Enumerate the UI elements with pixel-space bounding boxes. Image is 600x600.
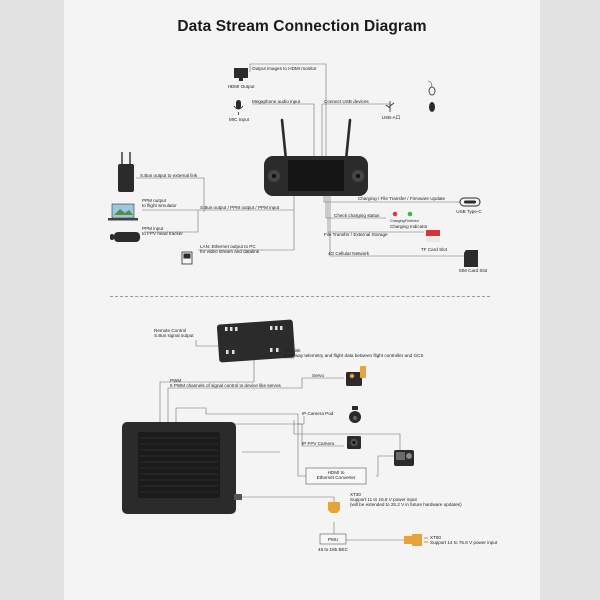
usbc-caption: USB Type-C — [456, 209, 482, 214]
remote-controller-icon — [264, 118, 368, 196]
hdmi-converter-box — [305, 467, 367, 485]
remote-control-label: Remote Control S.Bus signal output — [154, 328, 194, 339]
servo-label: Servo — [312, 373, 325, 378]
cellular-label: 4G Cellular Network — [328, 251, 370, 256]
hdmi-monitor-icon — [234, 68, 248, 81]
diagram-panel: Data Stream Connection Diagram — [64, 0, 540, 600]
camera-pod-icon — [349, 406, 361, 423]
xt60-desc: Support 14 to 75.6 V power input — [430, 540, 498, 545]
microphone-icon — [233, 100, 244, 115]
pmu-box — [319, 533, 347, 545]
top-connector-lines — [136, 63, 474, 257]
pmu-label: PMU — [327, 537, 339, 542]
pwm-title: PWM — [170, 378, 182, 383]
charging-led-red — [392, 211, 398, 217]
tf-card-icon — [426, 230, 440, 242]
air-unit-box-icon — [122, 422, 242, 514]
charging-indicator-label: Charging Indicator — [390, 224, 428, 229]
xt30-title: XT30 — [350, 492, 361, 497]
datalink-title: Datalink — [284, 348, 301, 353]
ip-camera-pod-label: IP Camera Pod — [302, 411, 334, 416]
hdmi-caption: HDMI Output — [227, 84, 255, 89]
action-camera-icon — [394, 450, 414, 466]
tf-caption: TF Card Slot — [420, 247, 448, 252]
finished-small-label: Finished — [405, 219, 419, 223]
file-transfer-label: File Transfer / External Storage — [324, 232, 388, 237]
servo-icon — [346, 366, 366, 386]
lan-label: LAN: Ethernet output to PC for video str… — [200, 244, 259, 255]
transmitter-icon — [118, 152, 134, 192]
ip-fpv-camera-label: IP FPV Camera — [302, 441, 335, 446]
check-charging-label: Check charging status — [334, 213, 380, 218]
diagram-graphics — [108, 63, 481, 546]
usb-desc-label: Connect USB devices — [324, 99, 369, 104]
fpv-camera-icon — [347, 436, 361, 449]
charging-label: Charging / File Transfer / Firmware Upda… — [358, 196, 446, 201]
usb-icon — [385, 101, 395, 112]
charging-small-label: Charging — [390, 219, 405, 223]
section-divider — [110, 296, 490, 297]
xt30-desc: Support 11 to 16.8 V power input (will b… — [350, 497, 462, 508]
hdmi-desc-label: Output images to HDMI monitor — [252, 66, 317, 71]
pmu-range-label: 45 to 185 BEC — [318, 547, 348, 552]
sim-caption: SIM Card Slot — [458, 268, 488, 273]
ppm-fpv-label: PPM input to FPV head tracker — [142, 226, 183, 237]
usb-caption: USB-A口 — [381, 115, 401, 120]
keyboard-icon — [429, 102, 435, 112]
hdmi-converter-label: HDMI to Ethernet Converter — [316, 470, 356, 481]
laptop-icon — [108, 203, 138, 221]
mic-caption: MIC Input — [229, 117, 249, 122]
sbus-ppm-label: S.Bus output / PPM output / PPM input — [200, 205, 280, 210]
xt30-connector-icon — [328, 502, 340, 513]
diagram-title: Data Stream Connection Diagram — [177, 18, 427, 35]
charging-led-green — [407, 211, 413, 217]
ppm-simulator-label: PPM output to flight simulator — [142, 198, 177, 209]
xt60-title: XT60 — [430, 535, 441, 540]
pc-icon — [181, 251, 193, 265]
mic-desc-label: Megaphone audio input — [252, 99, 301, 104]
datalink-desc: Dual-way telemetry and flight data betwe… — [284, 353, 424, 358]
fpv-goggles-icon — [110, 232, 140, 242]
pwm-desc: 5 PWM channels of signal control to devi… — [170, 383, 281, 388]
flight-controller-icon — [216, 319, 296, 363]
sbus-external-label: S.Bus output to external link — [140, 173, 198, 178]
xt60-connector-icon — [404, 534, 428, 546]
sim-card-icon — [464, 250, 478, 267]
usbc-cable-icon — [456, 197, 481, 207]
mouse-icon — [427, 80, 436, 96]
